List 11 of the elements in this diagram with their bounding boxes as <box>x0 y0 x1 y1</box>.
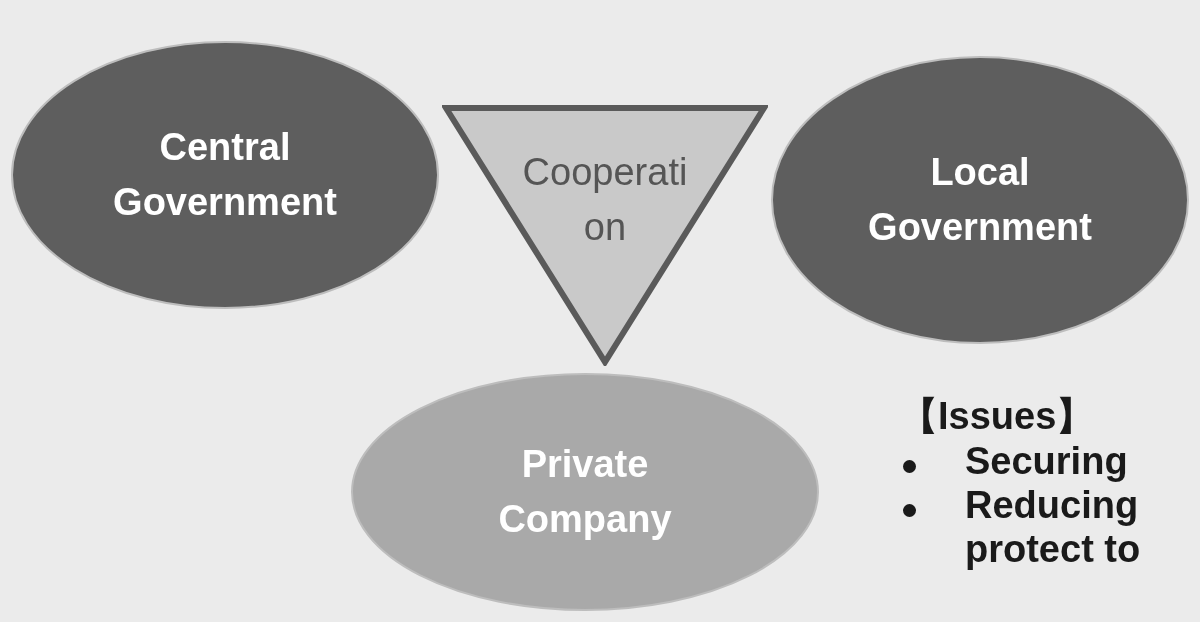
node-label: Private Company <box>497 441 673 542</box>
bullet-item: Reducing protect to <box>895 484 1185 572</box>
node-label: Cooperation <box>521 149 689 250</box>
triangle-shape <box>442 104 768 366</box>
ellipse-shape <box>10 40 440 310</box>
node-label: Local Government <box>867 149 1093 250</box>
ellipse-shape <box>350 372 820 612</box>
ellipse-shape <box>770 55 1190 345</box>
heading-text: 【Issues】 <box>900 395 1095 439</box>
node-label: Central Government <box>112 124 338 225</box>
bullet-item: Securing <box>895 440 1185 484</box>
